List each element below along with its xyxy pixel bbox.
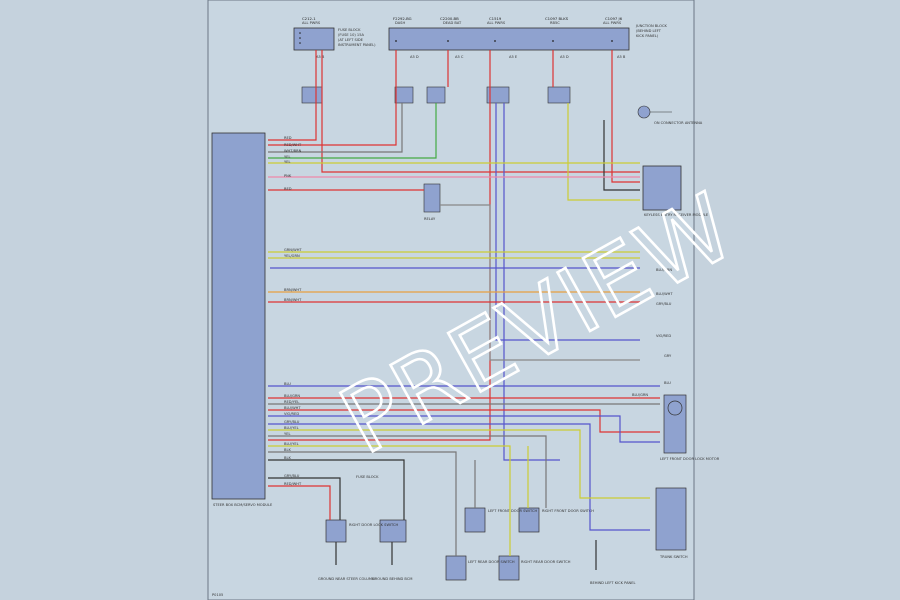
fuse-label-5: C1097 J6	[605, 16, 623, 21]
fuse-sub-4: RB5C	[550, 21, 560, 25]
svg-text:(FUSE 10) 15A: (FUSE 10) 15A	[338, 33, 364, 37]
trunk-label: TRUNK SWITCH	[659, 555, 688, 559]
svg-text:PNK: PNK	[284, 174, 292, 178]
fuse-sub-1: DASH	[395, 21, 405, 25]
sw4-label: RIGHT FRONT DOOR SWITCH	[542, 509, 594, 513]
svg-text:RED/WHT: RED/WHT	[284, 143, 302, 147]
antenna-label: ON CONNECTOR ANTENNA	[654, 121, 703, 125]
door-lock-motor	[663, 394, 687, 454]
left-wire-labels: RED RED/WHT WHT/BRN YEL YEL PNK RED GRN/…	[284, 136, 302, 486]
diagram-sheet	[207, 0, 695, 600]
svg-text:YEL: YEL	[284, 432, 290, 436]
right-wire-labels: BLU/GRN BLU/WHT GRY/BLU VIO/RED GRY BLU …	[632, 268, 673, 397]
svg-text:RED/WHT: RED/WHT	[284, 482, 302, 486]
bcm-module-label: STEER BOX BCM/SERVO MODULE	[213, 503, 273, 507]
sheet-id: P0105	[212, 593, 223, 597]
svg-text:BLU: BLU	[664, 381, 671, 385]
svg-text:GRY/BLU: GRY/BLU	[656, 302, 672, 306]
svg-text:BLU/YEL: BLU/YEL	[284, 442, 299, 446]
fuse-label-3: C1519	[489, 16, 502, 21]
svg-text:WHT/BRN: WHT/BRN	[284, 149, 302, 153]
fuse-note-label: FUSE BLOCK	[356, 475, 379, 479]
fuse-sub-2: DEAD BAT	[443, 21, 462, 25]
svg-text:BLU/WHT: BLU/WHT	[656, 292, 673, 296]
svg-text:A5 B: A5 B	[316, 55, 325, 59]
svg-text:BRN/WHT: BRN/WHT	[284, 288, 302, 292]
svg-text:JUNCTION BLOCK: JUNCTION BLOCK	[635, 24, 667, 28]
fuse-symbols: A5 B A5 D A5 C A5 E A5 D A5 B	[316, 40, 626, 59]
svg-text:RED/YEL: RED/YEL	[284, 400, 299, 404]
svg-text:INSTRUMENT PANEL): INSTRUMENT PANEL)	[338, 43, 376, 47]
svg-text:VIO/RED: VIO/RED	[284, 412, 299, 416]
door-lock-right-label: RIGHT DOOR LOCK SWITCH	[349, 523, 399, 527]
svg-text:YEL: YEL	[284, 160, 290, 164]
svg-text:FUSE BLOCK: FUSE BLOCK	[338, 28, 361, 32]
svg-text:(BEHIND LEFT: (BEHIND LEFT	[636, 29, 662, 33]
fuse-block-main	[388, 27, 630, 51]
svg-text:A5 D: A5 D	[410, 55, 419, 59]
svg-text:BLU/YEL: BLU/YEL	[284, 426, 299, 430]
svg-text:GRY: GRY	[664, 354, 672, 358]
fuse-sub-5: ALL PWRS	[603, 21, 622, 25]
svg-text:GRN/WHT: GRN/WHT	[284, 248, 302, 252]
fuse-label-2: C2200-BB	[440, 16, 459, 21]
receiver-module	[642, 165, 682, 211]
bcm-module	[211, 132, 266, 500]
receiver-label: KEYLESS ENTRY RECEIVER MODULE	[644, 213, 709, 217]
antenna-connector	[637, 105, 672, 119]
svg-text:BLU/GRN: BLU/GRN	[656, 268, 672, 272]
svg-text:RED: RED	[284, 136, 292, 140]
door-switches	[325, 507, 540, 581]
svg-text:(AT LEFT SIDE: (AT LEFT SIDE	[338, 38, 364, 42]
svg-text:BLU/GRN: BLU/GRN	[284, 394, 300, 398]
svg-text:YEL/GRN: YEL/GRN	[284, 254, 300, 258]
wires	[268, 50, 660, 570]
sw1-label: LEFT REAR DOOR SWITCH	[468, 560, 515, 564]
svg-text:A5 B: A5 B	[617, 55, 626, 59]
svg-text:GRY/BLU: GRY/BLU	[284, 474, 300, 478]
fuse-label-0: C212-1	[302, 16, 316, 21]
fuse-sub-3: ALL PWRS	[487, 21, 506, 25]
svg-text:BLU: BLU	[284, 382, 291, 386]
svg-text:VIO/RED: VIO/RED	[656, 334, 671, 338]
relay-mid	[423, 183, 441, 213]
svg-text:A5 D: A5 D	[560, 55, 569, 59]
ground1-label: GROUND NEAR STEER COLUMN	[318, 577, 375, 581]
svg-text:BLK: BLK	[284, 456, 291, 460]
ground3-label: BEHIND LEFT KICK PANEL	[590, 581, 636, 585]
svg-text:BLK: BLK	[284, 448, 291, 452]
fuse-sub-0: ALL PWRS	[302, 21, 321, 25]
svg-text:A5 C: A5 C	[455, 55, 464, 59]
fuse-label-4: C1097 BLKS	[545, 16, 569, 21]
relay-label: RELAY	[424, 217, 436, 221]
sw2-label: RIGHT REAR DOOR SWITCH	[521, 560, 571, 564]
svg-text:KICK PANEL): KICK PANEL)	[636, 34, 659, 38]
svg-text:BLU/WHT: BLU/WHT	[284, 406, 301, 410]
fuse-block-left: C212-1 ALL PWRS	[293, 16, 335, 51]
ground2-label: GROUND BEHIND BCM	[372, 577, 412, 581]
svg-text:GRY/BLU: GRY/BLU	[284, 420, 300, 424]
svg-text:BRN/WHT: BRN/WHT	[284, 298, 302, 302]
svg-text:YEL: YEL	[284, 155, 290, 159]
svg-text:BLU/GRN: BLU/GRN	[632, 393, 648, 397]
trunk-switch	[655, 487, 687, 551]
door-lock-left-label: LEFT FRONT DOOR LOCK MOTOR	[660, 457, 720, 461]
svg-text:A5 E: A5 E	[509, 55, 518, 59]
fuse-label-1: F2292-BG	[393, 16, 412, 21]
sw3-label: LEFT FRONT DOOR SWITCH	[488, 509, 537, 513]
svg-text:RED: RED	[284, 187, 292, 191]
